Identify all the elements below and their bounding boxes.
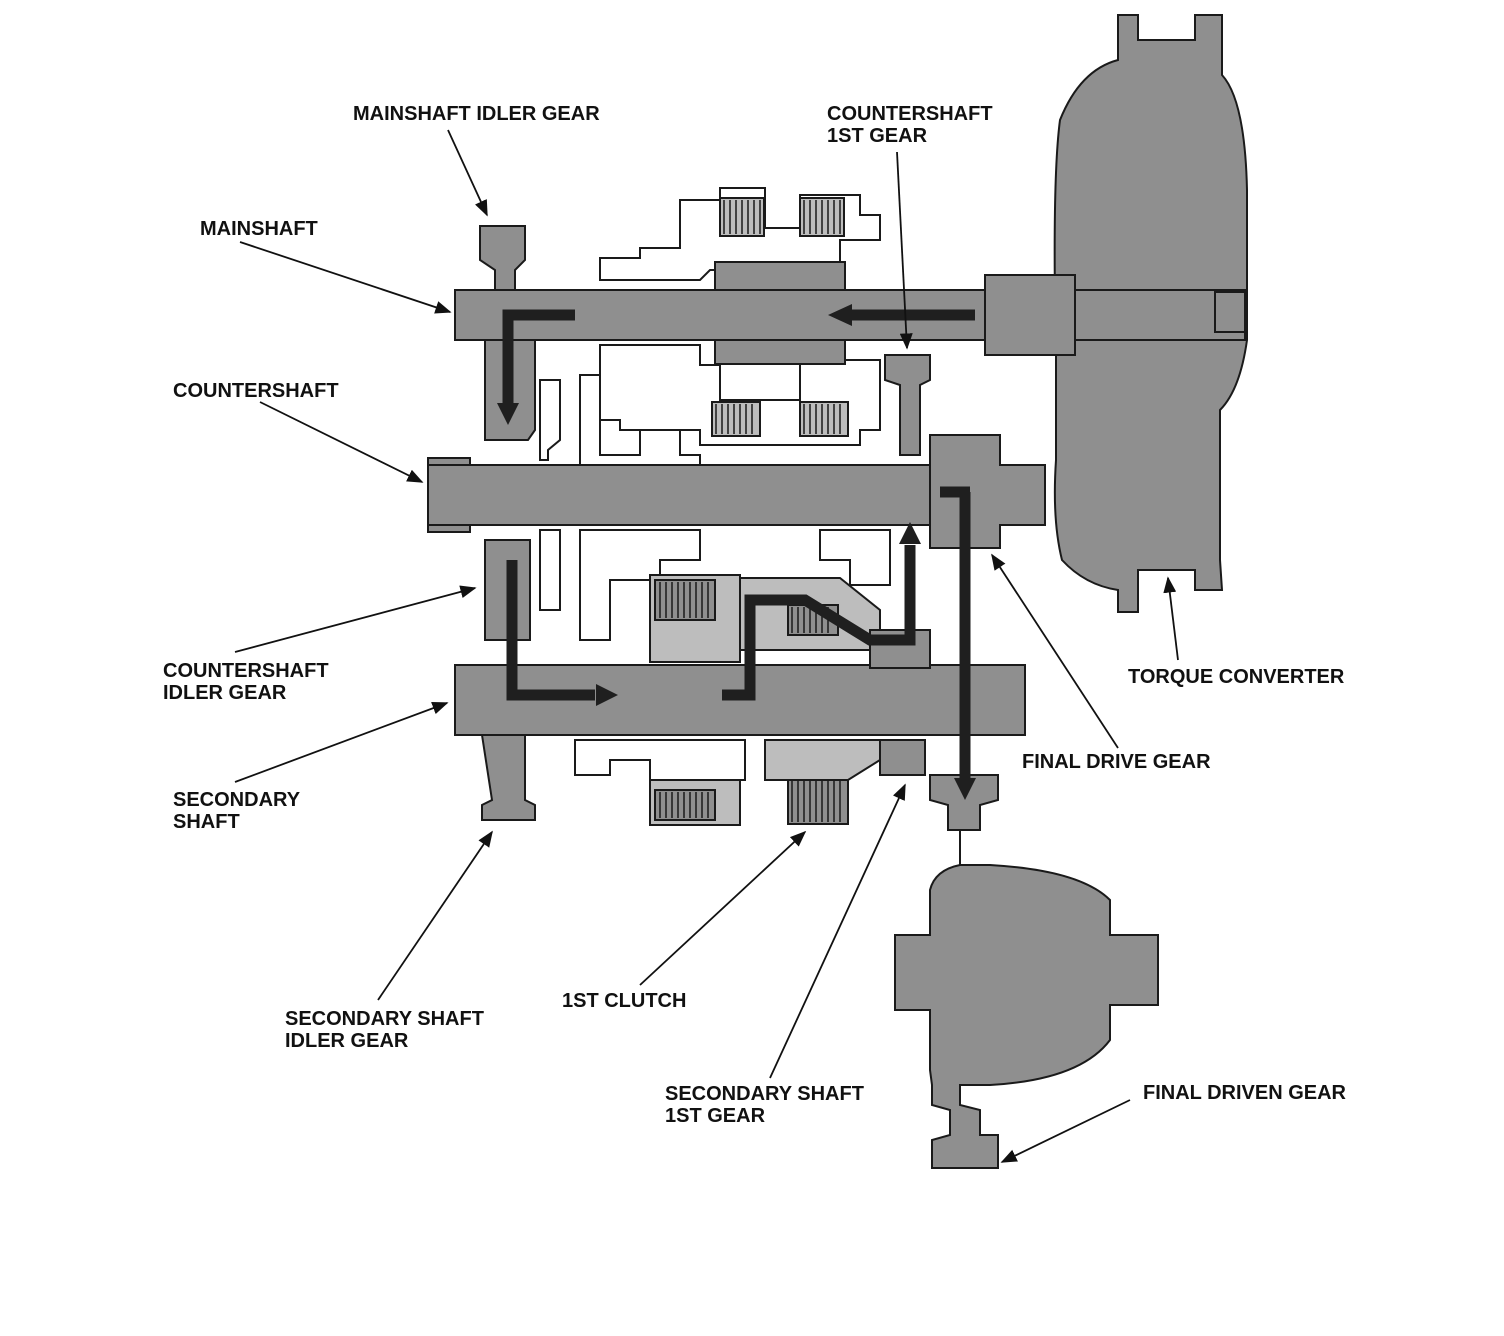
leader-mainshaft (239, 241, 452, 314)
power-flow-path (497, 304, 976, 800)
leader-secondary-shaft (234, 702, 449, 783)
leader-mainshaft-idler-gear (447, 129, 488, 217)
leader-first-clutch (639, 830, 807, 986)
leader-secondary-shaft-idler-gear (377, 830, 493, 1001)
first-clutch (574, 574, 881, 826)
label-secondary-shaft-1: SECONDARY (173, 789, 301, 811)
label-secondary-shaft-1st-gear-1: SECONDARY SHAFT (665, 1083, 864, 1105)
mainshaft-clutch-housing (599, 187, 881, 446)
label-countershaft-idler-gear-1: COUNTERSHAFT (163, 660, 329, 682)
label-secondary-shaft-idler-gear-1: SECONDARY SHAFT (285, 1008, 484, 1030)
label-torque-converter: TORQUE CONVERTER (1128, 666, 1345, 688)
label-countershaft: COUNTERSHAFT (173, 380, 339, 402)
leader-final-driven-gear (1000, 1099, 1131, 1163)
label-final-drive-gear: FINAL DRIVE GEAR (1022, 751, 1211, 773)
label-mainshaft: MAINSHAFT (200, 218, 318, 240)
labels: MAINSHAFT IDLER GEAR MAINSHAFT COUNTERSH… (163, 103, 1347, 1127)
leader-final-drive-gear (991, 553, 1119, 749)
flow-arrowhead-secondary (596, 684, 618, 706)
label-final-driven-gear: FINAL DRIVEN GEAR (1143, 1082, 1347, 1104)
secondary-shaft-idler-gear (480, 734, 536, 821)
flow-first-clutch (722, 545, 916, 701)
leader-lines (234, 129, 1179, 1163)
label-secondary-shaft-2: SHAFT (173, 811, 240, 833)
flow-arrowhead-final-driven (954, 778, 976, 800)
leader-countershaft (259, 401, 424, 483)
leader-countershaft-idler-gear (234, 585, 477, 653)
label-first-clutch: 1ST CLUTCH (562, 990, 686, 1012)
flow-arrowhead-mainshaft (828, 304, 852, 326)
label-countershaft-1st-gear-2: 1ST GEAR (827, 125, 928, 147)
leader-secondary-shaft-1st-gear (769, 783, 906, 1079)
flow-arrowhead-up (899, 522, 921, 544)
countershaft-1st-gear (884, 354, 931, 456)
flow-arrowhead-idler-down (497, 403, 519, 425)
leader-countershaft-1st-gear (896, 151, 913, 350)
label-secondary-shaft-1st-gear-2: 1ST GEAR (665, 1105, 766, 1127)
leader-torque-converter (1163, 576, 1179, 661)
final-drive-gear (929, 434, 1046, 549)
flow-mainshaft-left (502, 309, 575, 405)
label-mainshaft-idler-gear: MAINSHAFT IDLER GEAR (353, 103, 600, 125)
label-countershaft-1st-gear-1: COUNTERSHAFT (827, 103, 993, 125)
label-countershaft-idler-gear-2: IDLER GEAR (163, 682, 287, 704)
flow-secondary-shaft (506, 560, 595, 701)
final-driven-gear (894, 774, 1159, 1169)
label-secondary-shaft-idler-gear-2: IDLER GEAR (285, 1030, 409, 1052)
